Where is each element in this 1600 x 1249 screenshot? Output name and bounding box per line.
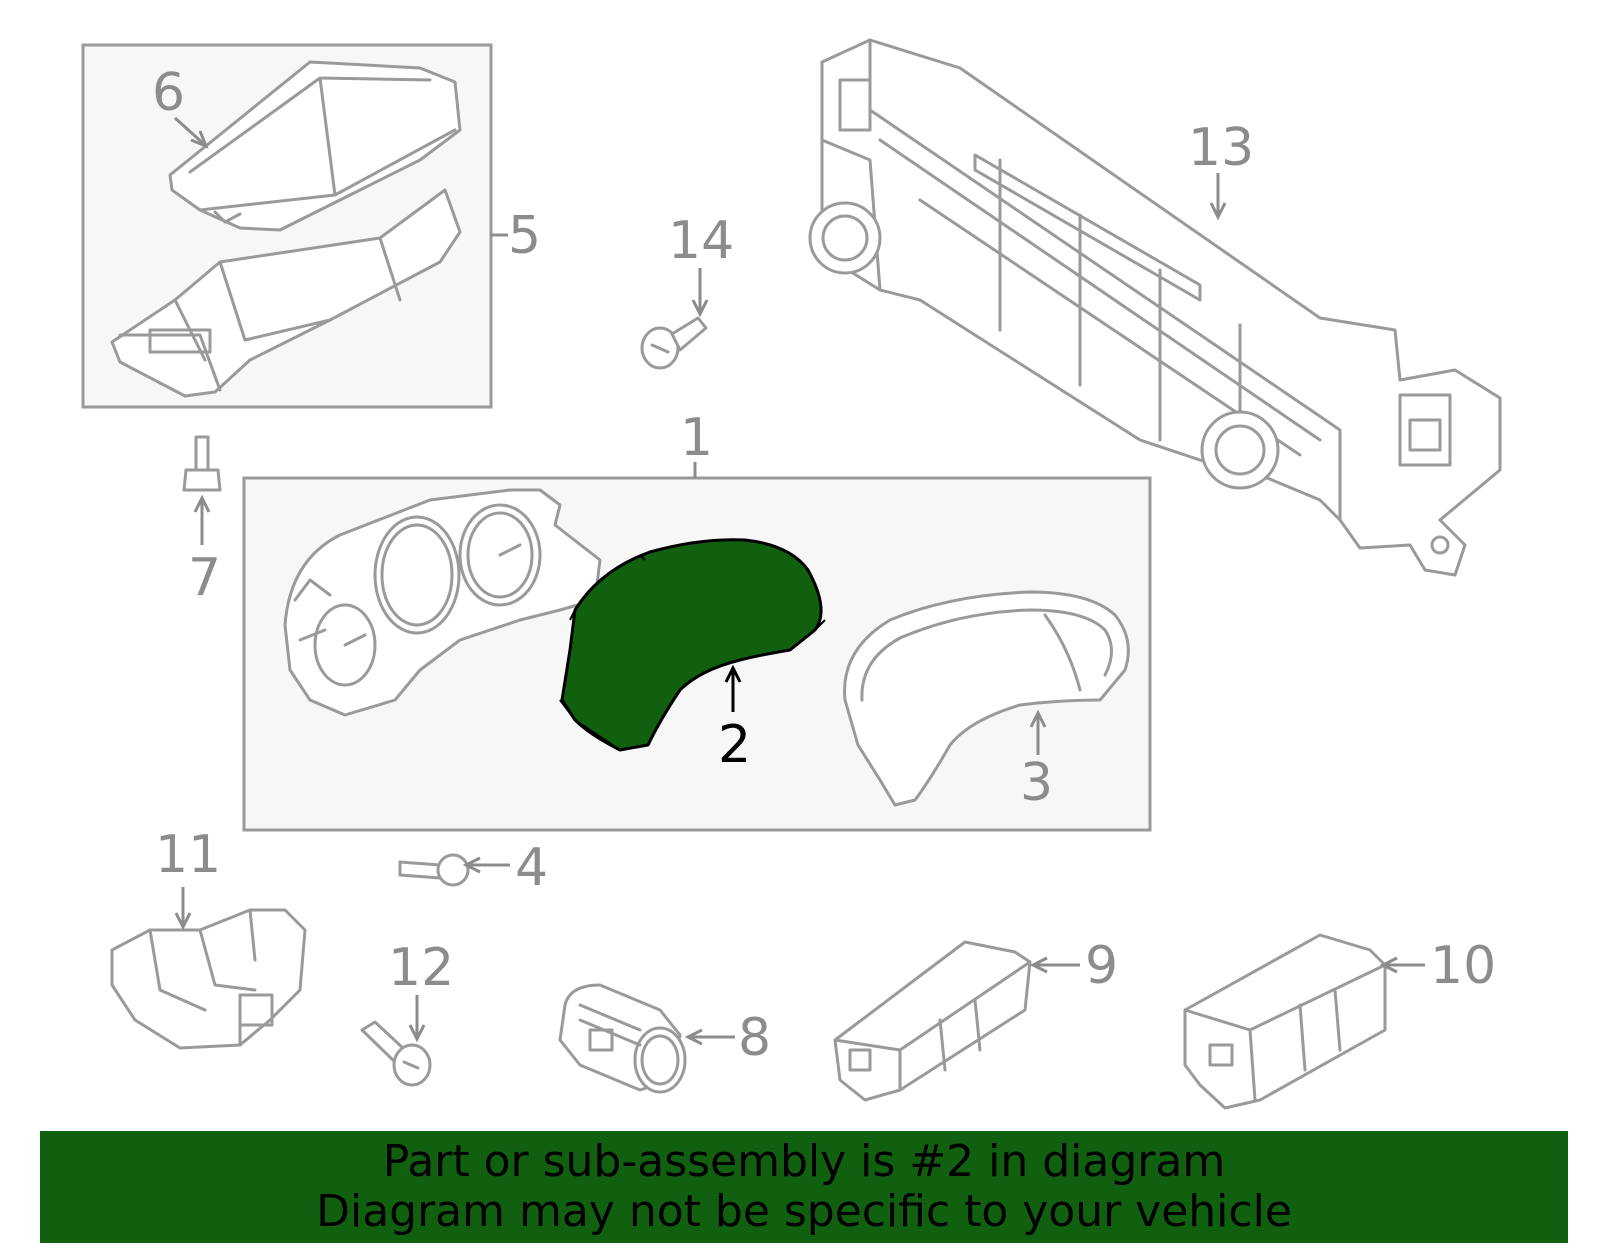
part-7-bolt[interactable] xyxy=(182,435,222,492)
callout-8: 8 xyxy=(738,1008,771,1068)
callout-7: 7 xyxy=(188,548,221,608)
part-5-lower-bracket[interactable] xyxy=(110,188,462,398)
callout-6: 6 xyxy=(152,63,185,123)
callout-12: 12 xyxy=(388,938,454,998)
callout-13: 13 xyxy=(1188,118,1254,178)
banner-line-2: Diagram may not be specific to your vehi… xyxy=(316,1186,1292,1237)
callout-14: 14 xyxy=(668,211,734,271)
part-12-screw[interactable] xyxy=(360,1020,432,1087)
part-14-screw[interactable] xyxy=(640,316,708,370)
callout-5: 5 xyxy=(508,206,541,266)
leader-6 xyxy=(173,116,207,147)
banner-line-1: Part or sub-assembly is #2 in diagram xyxy=(382,1136,1226,1187)
leader-2-arrow xyxy=(724,664,742,683)
part-3-front-bezel[interactable] xyxy=(843,590,1130,807)
callout-1: 1 xyxy=(680,408,713,468)
callout-11: 11 xyxy=(155,825,221,885)
callout-2: 2 xyxy=(718,715,751,775)
cluster-rear-housing[interactable] xyxy=(283,488,602,717)
callout-10: 10 xyxy=(1430,936,1496,996)
part-13-climate-control[interactable] xyxy=(808,38,1502,577)
info-banner: Part or sub-assembly is #2 in diagram Di… xyxy=(40,1131,1568,1243)
part-11-switch-bracket[interactable] xyxy=(110,908,307,1050)
part-2-cluster-lens[interactable] xyxy=(559,538,826,752)
part-9-switch-panel[interactable] xyxy=(833,940,1032,1102)
part-10-switch-panel[interactable] xyxy=(1183,933,1387,1110)
callout-4: 4 xyxy=(515,838,548,898)
part-8-push-switch[interactable] xyxy=(558,983,687,1094)
callout-3: 3 xyxy=(1020,753,1053,813)
part-4-bolt[interactable] xyxy=(398,853,470,887)
part-6-upper-housing[interactable] xyxy=(168,60,462,232)
callout-9: 9 xyxy=(1085,936,1118,996)
